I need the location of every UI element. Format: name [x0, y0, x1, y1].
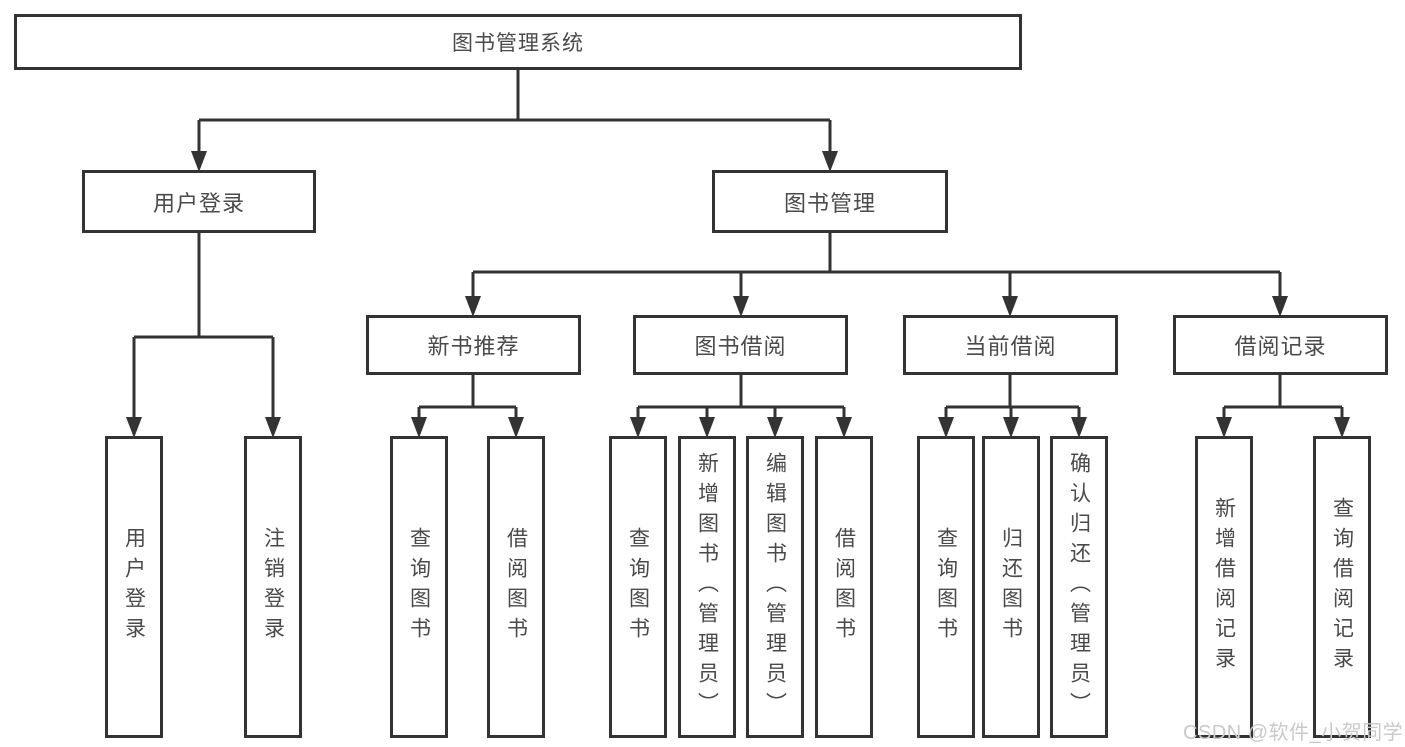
leaf-query-books-current-label: 查询图书 [934, 527, 958, 647]
node-root: 图书管理系统 [14, 14, 1022, 70]
leaf-query-books-borrowing: 查询图书 [609, 436, 667, 738]
leaf-query-borrow-record: 查询借阅记录 [1313, 436, 1371, 738]
node-new-book-recommend-label: 新书推荐 [427, 334, 520, 359]
leaf-user-login-label: 用户登录 [122, 527, 146, 647]
leaf-confirm-return-admin-label: 确认归还（管理员） [1067, 452, 1091, 722]
leaf-return-books: 归还图书 [982, 436, 1040, 738]
node-new-book-recommend: 新书推荐 [366, 315, 581, 375]
leaf-add-books-admin: 新增图书（管理员） [678, 436, 736, 738]
leaf-borrow-books-borrowing-label: 借阅图书 [832, 527, 856, 647]
leaf-user-login: 用户登录 [105, 436, 163, 738]
node-user-login-label: 用户登录 [152, 190, 245, 216]
node-borrow-records: 借阅记录 [1173, 315, 1388, 375]
leaf-return-books-label: 归还图书 [999, 527, 1023, 647]
leaf-borrow-books-recommend: 借阅图书 [487, 436, 545, 738]
node-user-login: 用户登录 [82, 170, 316, 233]
node-book-management-label: 图书管理 [783, 190, 876, 216]
leaf-query-books-recommend: 查询图书 [390, 436, 448, 738]
node-borrow-records-label: 借阅记录 [1234, 334, 1327, 359]
node-current-borrowing-label: 当前借阅 [964, 334, 1057, 359]
leaf-borrow-books-borrowing: 借阅图书 [815, 436, 873, 738]
node-book-borrowing: 图书借阅 [633, 315, 848, 375]
leaf-query-books-current: 查询图书 [917, 436, 975, 738]
leaf-edit-books-admin: 编辑图书（管理员） [746, 436, 804, 738]
node-book-management: 图书管理 [712, 170, 948, 233]
leaf-query-books-recommend-label: 查询图书 [407, 527, 431, 647]
leaf-logout-label: 注销登录 [261, 527, 285, 647]
leaf-add-books-admin-label: 新增图书（管理员） [695, 452, 719, 722]
leaf-borrow-books-recommend-label: 借阅图书 [504, 527, 528, 647]
node-book-borrowing-label: 图书借阅 [694, 334, 787, 359]
leaf-logout: 注销登录 [244, 436, 302, 738]
leaf-add-borrow-record-label: 新增借阅记录 [1212, 497, 1236, 677]
leaf-edit-books-admin-label: 编辑图书（管理员） [763, 452, 787, 722]
node-current-borrowing: 当前借阅 [903, 315, 1118, 375]
leaf-confirm-return-admin: 确认归还（管理员） [1050, 436, 1108, 738]
node-root-label: 图书管理系统 [452, 32, 584, 55]
leaf-add-borrow-record: 新增借阅记录 [1195, 436, 1253, 738]
leaf-query-borrow-record-label: 查询借阅记录 [1330, 497, 1354, 677]
leaf-query-books-borrowing-label: 查询图书 [626, 527, 650, 647]
watermark: CSDN @软件_小贺同学 [1183, 722, 1404, 744]
